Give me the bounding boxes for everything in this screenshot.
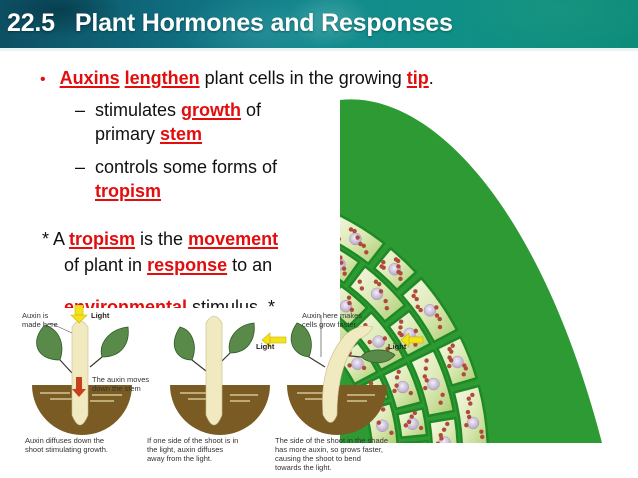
plant-cell [400, 440, 429, 443]
text-run: to an [227, 255, 273, 275]
sub-bullet-line: primary stem [75, 122, 261, 146]
slide-title: 22.5 Plant Hormones and Responses [7, 9, 453, 38]
light-label: Light [91, 311, 110, 320]
diagram-panel-phototropism [287, 315, 424, 435]
key-term: lengthen [124, 68, 200, 88]
key-term: tropism [95, 181, 162, 201]
tropism-definition: * A tropism is the movement of plant in … [42, 226, 278, 278]
key-term: stem [160, 124, 203, 144]
main-bullet: • Auxins lengthen plant cells in the grow… [40, 68, 434, 89]
banner-divider [0, 48, 638, 51]
text-run: stimulus. * [187, 297, 276, 308]
plant-cell [340, 284, 369, 328]
section-number: 22.5 [7, 9, 55, 37]
sub-bullet-line: controls some forms of [95, 157, 277, 177]
light-label: Light [388, 342, 407, 351]
note-line-clipped: environmental stimulus. * [64, 293, 275, 308]
key-term: response [147, 255, 228, 275]
key-term: tropism [69, 229, 136, 249]
diagram-panel-one-sided-light [170, 315, 287, 435]
sub-bullet-growth: –stimulates growth of primary stem [75, 98, 261, 146]
sub-bullet-line: stimulates growth of [95, 100, 261, 120]
note-line: of plant in response to an [42, 252, 278, 278]
plant-cell [452, 384, 489, 443]
dash-icon: – [75, 157, 86, 177]
light-label: Light [256, 342, 275, 351]
title-banner [0, 0, 638, 48]
bullet-icon: • [40, 71, 46, 88]
key-term: Auxins [59, 68, 120, 88]
rich-text: Auxins lengthen plant cells in the growi… [60, 68, 434, 88]
text-run: is the [135, 229, 189, 249]
text-run: stimulates [95, 100, 182, 120]
text-run: controls some forms of [95, 157, 278, 177]
text-run: . [428, 68, 434, 88]
text-run: of plant in [64, 255, 148, 275]
key-term: growth [181, 100, 242, 120]
text-run: primary [95, 124, 161, 144]
note-line: * A tropism is the movement [42, 229, 278, 249]
sub-bullet-line: tropism [75, 179, 277, 203]
key-term: movement [188, 229, 279, 249]
dash-icon: – [75, 100, 86, 120]
key-term: tip [406, 68, 429, 88]
text-run: * A [42, 229, 70, 249]
key-term: environmental [64, 297, 188, 308]
text-run: plant cells in the growing [199, 68, 407, 88]
sub-bullet-tropism: –controls some forms of tropism [75, 155, 277, 203]
title-text: Plant Hormones and Responses [74, 9, 453, 37]
diagram-panel-auxin-production [32, 305, 132, 435]
text-run: of [241, 100, 262, 120]
